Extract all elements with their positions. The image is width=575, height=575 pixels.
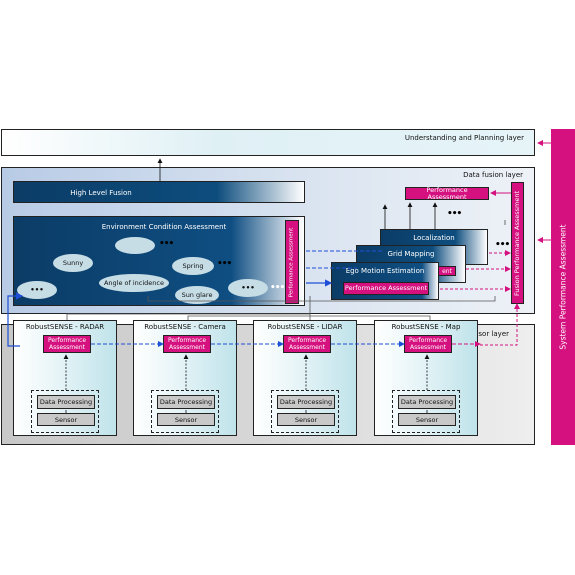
modules-ellipsis-right: ••• <box>495 240 510 250</box>
data-processing-box: Data Processing <box>277 395 335 409</box>
sensor-dashed-group <box>392 390 460 433</box>
radar-to-env-connector <box>7 292 24 347</box>
localization-label: Localization <box>413 234 455 242</box>
high-level-fusion-box: High Level Fusion <box>13 181 305 203</box>
condition-sun-glare: Sun glare <box>175 286 219 304</box>
sensor-hardware-box: Sensor <box>157 413 215 426</box>
sensor-bus-line-2 <box>187 315 431 320</box>
sensor-layer-title: Sensor layer <box>465 330 509 338</box>
sensor-performance-assessment: Performance Assessment <box>163 335 211 353</box>
condition-ellipsis-top: ••• <box>159 239 174 249</box>
data-processing-box: Data Processing <box>398 395 456 409</box>
sensor-dashed-group <box>31 390 99 433</box>
sensor-box-title: RobustSENSE - RADAR <box>25 323 105 331</box>
condition-ellipsis-spring: ••• <box>217 259 232 269</box>
condition-angle-of-incidence: Angle of incidence <box>99 274 169 292</box>
sensor-box-title: RobustSENSE - LIDAR <box>267 323 343 331</box>
condition-right-dots: ••• <box>241 284 255 292</box>
condition-sunny: Sunny <box>53 254 93 272</box>
ego-motion-label: Ego Motion Estimation <box>345 267 425 275</box>
sensor-dashed-group <box>151 390 219 433</box>
condition-left-dots: ••• <box>30 286 44 294</box>
data-processing-box: Data Processing <box>37 395 95 409</box>
condition-blank-left: ••• <box>17 281 57 299</box>
sensor-hardware-box: Sensor <box>37 413 95 426</box>
condition-ellipsis-right: ••• <box>270 283 285 293</box>
condition-blank-top <box>115 237 155 254</box>
sensor-hardware-box: Sensor <box>277 413 335 426</box>
fusion-return-line <box>147 296 496 302</box>
condition-spring: Spring <box>172 257 214 275</box>
data-fusion-layer-title: Data fusion layer <box>463 171 523 179</box>
data-processing-box: Data Processing <box>157 395 215 409</box>
sensor-performance-assessment: Performance Assessment <box>404 335 452 353</box>
sensor-box-title: RobustSENSE - Camera <box>144 323 226 331</box>
sensor-performance-assessment: Performance Assessment <box>43 335 91 353</box>
understanding-planning-layer: Understanding and Planning layer <box>1 129 535 156</box>
sensor-bus-line <box>66 313 311 320</box>
grid-mapping-label: Grid Mapping <box>387 250 435 258</box>
sensor-box-title: RobustSENSE - Map <box>391 323 461 331</box>
ego-motion-performance: Performance Assessment <box>343 282 429 295</box>
system-performance-assessment: System Performance Assessment <box>551 129 575 445</box>
environment-condition-title: Environment Condition Assessment <box>101 223 227 231</box>
arrow-sensor-to-fusion-perf <box>480 303 520 346</box>
condition-blank-right: ••• <box>228 279 268 297</box>
high-level-fusion-label: High Level Fusion <box>70 189 132 197</box>
sensor-dashed-group <box>271 390 339 433</box>
modules-ellipsis-top: ••• <box>447 209 462 219</box>
top-performance-assessment: Performance Assessment <box>405 186 489 200</box>
sensor-hardware-box: Sensor <box>398 413 456 426</box>
understanding-layer-title: Understanding and Planning layer <box>404 134 524 142</box>
env-performance-assessment: Performance Assessment <box>285 220 299 304</box>
